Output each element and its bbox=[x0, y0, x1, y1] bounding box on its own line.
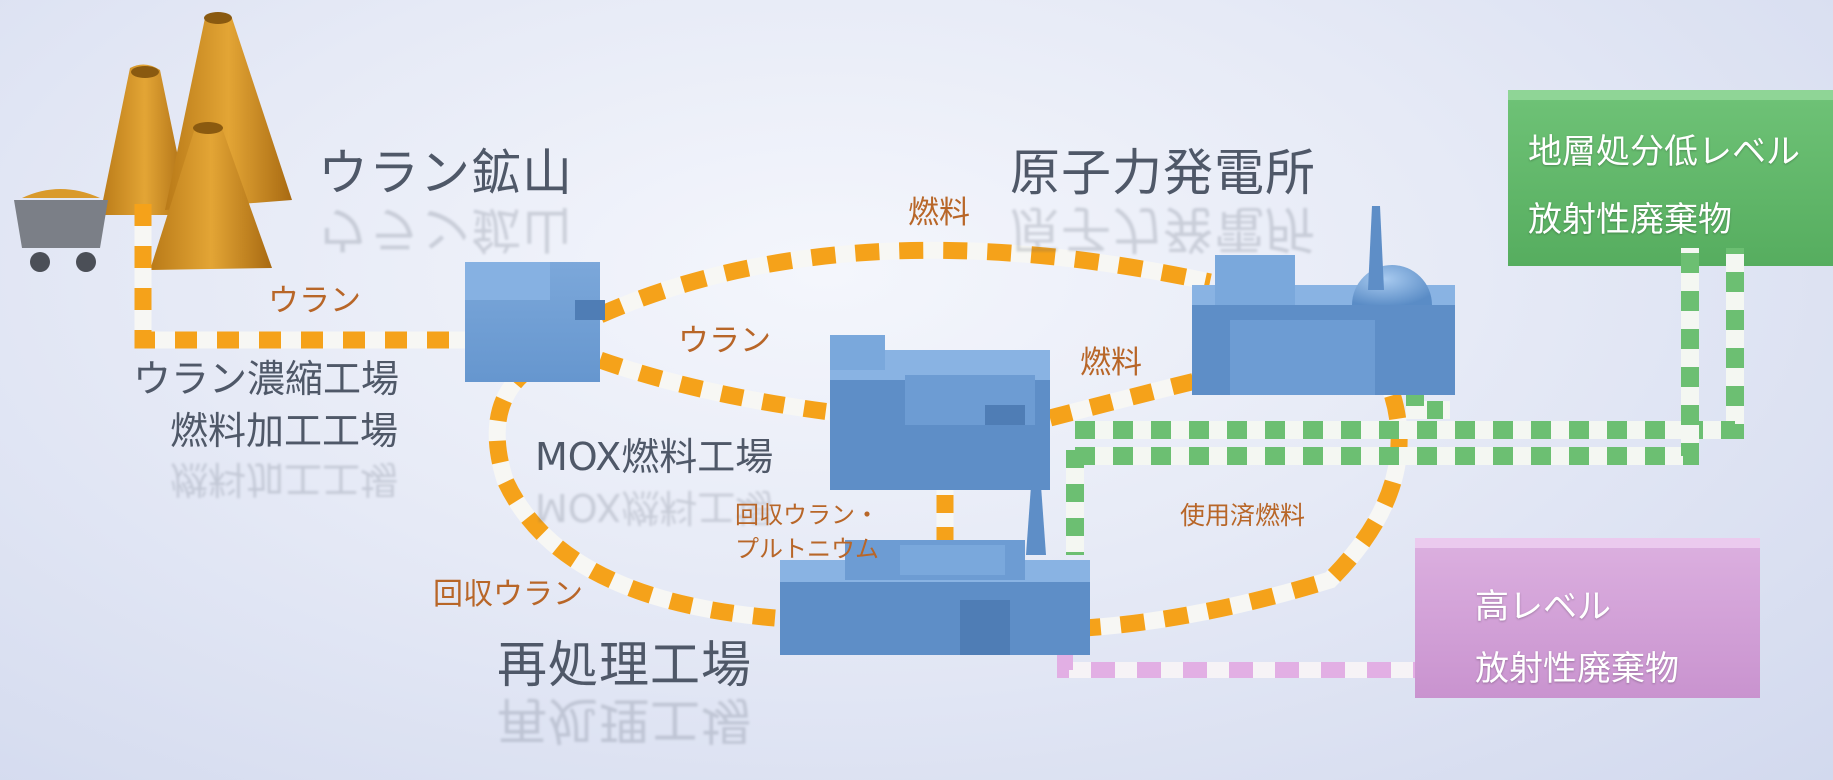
flow-label-uranium-mox: ウラン bbox=[678, 323, 771, 359]
uranium-mine-mountains bbox=[100, 12, 292, 270]
nuclear-plant-label: 原子力発電所 bbox=[1010, 144, 1316, 202]
low-level-waste-lines bbox=[1066, 248, 1744, 555]
high-level-waste-label-line2: 放射性廃棄物 bbox=[1475, 649, 1679, 689]
low-level-waste-label-line1: 地層処分低レベル bbox=[1528, 132, 1800, 172]
nuclear-power-plant-building bbox=[1192, 206, 1455, 395]
fuel-fabrication-plant-label: 燃料加工工場 bbox=[170, 409, 399, 453]
nuclear-plant-label-reflection: 原子力発電所 bbox=[1010, 200, 1316, 258]
mine-cart-icon bbox=[14, 189, 108, 272]
enrichment-plant-label: ウラン濃縮工場 bbox=[133, 357, 400, 401]
low-level-waste-label-line2: 放射性廃棄物 bbox=[1528, 200, 1732, 240]
uranium-mine-label-reflection: ウラン鉱山 bbox=[318, 200, 573, 258]
flow-label-fuel-top: 燃料 bbox=[908, 195, 970, 231]
flow-label-recovered-u-pu-line2: プルトニウム bbox=[735, 535, 879, 563]
high-level-waste-line bbox=[1057, 650, 1415, 678]
low-level-waste-box bbox=[1508, 90, 1833, 266]
flow-label-spent-fuel: 使用済燃料 bbox=[1180, 501, 1306, 530]
reprocessing-plant-building bbox=[780, 472, 1090, 655]
flow-label-uranium-mine: ウラン bbox=[268, 283, 361, 319]
flow-label-recovered-u-pu-line1: 回収ウラン・ bbox=[735, 501, 879, 529]
mox-plant-building bbox=[830, 335, 1050, 490]
mox-plant-label: MOX燃料工場 bbox=[535, 435, 774, 479]
flow-label-recovered-uranium: 回収ウラン bbox=[433, 577, 583, 612]
high-level-waste-box bbox=[1415, 538, 1760, 698]
flow-label-fuel-mox: 燃料 bbox=[1080, 345, 1142, 381]
reprocessing-plant-label-reflection: 再処理工場 bbox=[497, 691, 752, 749]
enrichment-plant-building bbox=[465, 262, 605, 382]
high-level-waste-label-line1: 高レベル bbox=[1475, 587, 1611, 627]
fuel-fabrication-label-reflection: 燃料加工工場 bbox=[170, 457, 399, 501]
uranium-mine-label: ウラン鉱山 bbox=[318, 144, 573, 202]
reprocessing-plant-label: 再処理工場 bbox=[497, 636, 752, 694]
